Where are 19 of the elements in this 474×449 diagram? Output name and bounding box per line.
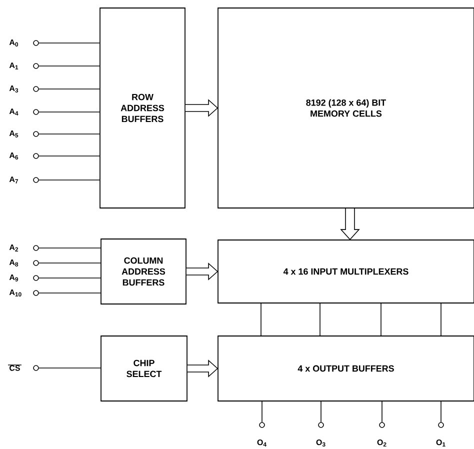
pin-line bbox=[38, 88, 100, 90]
pin-line bbox=[38, 292, 101, 294]
pin-line bbox=[440, 401, 442, 422]
block-arrow bbox=[187, 360, 218, 378]
bus-line bbox=[380, 303, 382, 336]
block-box: CHIP SELECT bbox=[100, 336, 188, 402]
pin-line bbox=[38, 262, 101, 264]
block-box: 4 x 16 INPUT MULTIPLEXERS bbox=[218, 240, 474, 304]
pin-line bbox=[320, 401, 322, 422]
block-box: ROW ADDRESS BUFFERS bbox=[100, 8, 186, 208]
block-arrow bbox=[186, 262, 218, 280]
block-box: 8192 (128 x 64) BIT MEMORY CELLS bbox=[218, 8, 474, 208]
block-arrow bbox=[185, 99, 218, 117]
block-arrow bbox=[340, 208, 360, 240]
block-box: COLUMN ADDRESS BUFFERS bbox=[100, 238, 186, 304]
bus-line bbox=[440, 303, 442, 336]
bus-line bbox=[260, 303, 262, 336]
pin-line bbox=[38, 42, 100, 44]
block-box: 4 x OUTPUT BUFFERS bbox=[218, 336, 474, 402]
